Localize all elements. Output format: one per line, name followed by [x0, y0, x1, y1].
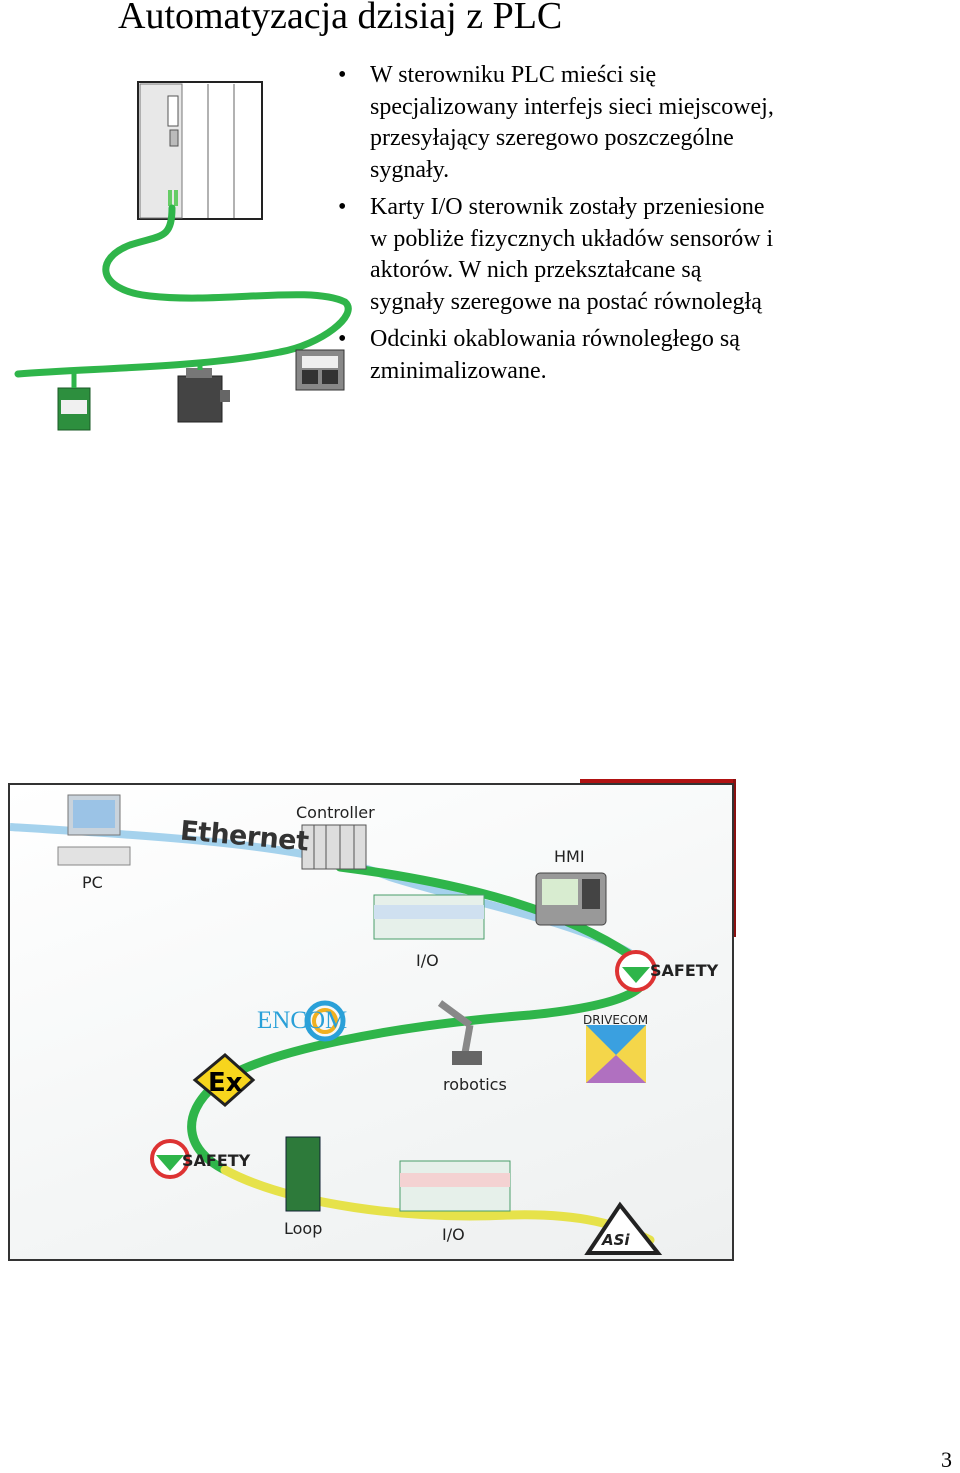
- svg-text:Ex: Ex: [208, 1068, 243, 1098]
- frame-accent-side: [733, 779, 736, 937]
- robot-arm-icon: [437, 1000, 482, 1065]
- bullet-list: W sterowniku PLC mieści się specjalizowa…: [338, 60, 778, 393]
- pc-label: PC: [82, 873, 103, 892]
- asi-label: ASi: [602, 1231, 630, 1249]
- encom-label: ENCOM: [257, 1007, 348, 1034]
- explosion-proof-icon: Ex: [192, 1053, 256, 1107]
- hmi-icon: [535, 872, 607, 926]
- io-label-bottom: I/O: [442, 1225, 465, 1244]
- bullet-item: W sterowniku PLC mieści się specjalizowa…: [338, 60, 778, 186]
- safety-right-icon: [615, 950, 657, 992]
- hmi-label: HMI: [554, 847, 585, 866]
- page-title: Automatyzacja dzisiaj z PLC: [118, 0, 563, 37]
- controller-icon: [301, 824, 367, 870]
- drivecom-label: DRIVECOM: [583, 1013, 649, 1027]
- io-module-bottom-icon: [399, 1160, 511, 1212]
- bullet-item: Odcinki okablowania równoległego są zmin…: [338, 324, 778, 387]
- fieldbus-cable: [14, 204, 352, 378]
- frame-accent-top: [580, 779, 736, 785]
- plc-fieldbus-diagram: [14, 81, 352, 431]
- safety-label-right: SAFETY: [650, 961, 719, 980]
- loop-module-icon: [285, 1136, 321, 1212]
- pc-icon: [57, 794, 131, 866]
- motor-drive-icon: [177, 366, 230, 423]
- asi-icon: [584, 1201, 663, 1255]
- network-diagram: Ex Ethernet PC Controller HMI I/O SAFETY…: [8, 783, 734, 1261]
- io-module-top-icon: [373, 894, 485, 940]
- io-module-icon: [57, 370, 91, 431]
- controller-label: Controller: [296, 803, 375, 822]
- robotics-label: robotics: [443, 1075, 507, 1094]
- io-label-top: I/O: [416, 951, 439, 970]
- hmi-panel-icon: [295, 349, 345, 391]
- network-diagram-drawing: Ex: [10, 794, 663, 1255]
- safety-label-left: SAFETY: [182, 1151, 251, 1170]
- loop-label: Loop: [284, 1219, 323, 1238]
- page-number: 3: [941, 1447, 952, 1472]
- bullet-item: Karty I/O sterownik zostały przeniesione…: [338, 192, 778, 318]
- safety-left-icon: [150, 1139, 190, 1179]
- plc-rack-icon: [137, 81, 263, 220]
- drivecom-icon: [586, 1025, 646, 1083]
- encom-icon: [304, 1000, 346, 1042]
